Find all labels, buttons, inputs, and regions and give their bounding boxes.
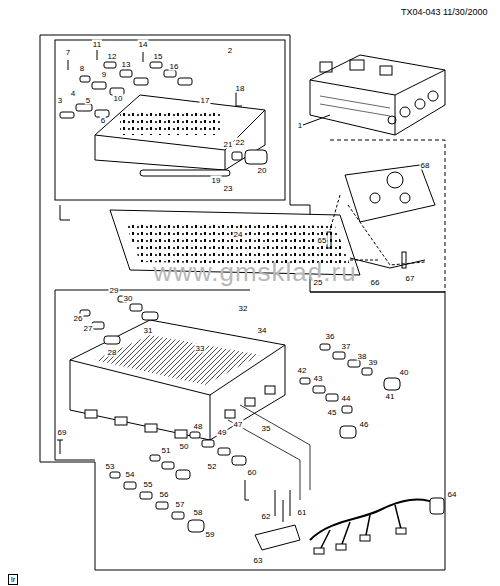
callout-number: 35 <box>261 424 272 433</box>
callout-number: 53 <box>105 462 116 471</box>
callout-number: 59 <box>205 530 216 539</box>
callout-number: 16 <box>169 62 180 71</box>
callout-number: 10 <box>113 94 124 103</box>
callout-number: 67 <box>405 274 416 283</box>
callout-number: 69 <box>57 428 68 437</box>
callout-number: 66 <box>370 278 381 287</box>
callout-number: 22 <box>235 138 246 147</box>
callout-number: 28 <box>107 348 118 357</box>
callout-number: 62 <box>261 512 272 521</box>
callout-number: 15 <box>153 52 164 61</box>
callout-number: 48 <box>193 422 204 431</box>
callout-number: 31 <box>143 326 154 335</box>
callout-number: 64 <box>447 490 458 499</box>
callout-number: 23 <box>223 184 234 193</box>
callout-number: 40 <box>399 368 410 377</box>
callout-number: 12 <box>107 52 118 61</box>
callout-number: 42 <box>297 366 308 375</box>
callout-number: 54 <box>125 470 136 479</box>
callout-number: 5 <box>85 96 91 105</box>
callout-number: 2 <box>227 46 233 55</box>
callout-number: 56 <box>159 490 170 499</box>
callout-number: 44 <box>341 394 352 403</box>
callout-number: 11 <box>92 40 102 49</box>
callout-number: 45 <box>327 408 338 417</box>
callout-number: 33 <box>195 344 206 353</box>
callout-number: 46 <box>359 420 370 429</box>
callout-number: 27 <box>83 324 94 333</box>
callout-number: 55 <box>143 480 154 489</box>
callout-number: 4 <box>70 89 76 98</box>
callout-number: 14 <box>138 40 149 49</box>
callout-number: 13 <box>121 60 132 69</box>
callout-number: 38 <box>357 352 368 361</box>
callout-number: 50 <box>179 442 190 451</box>
callout-number: 58 <box>193 508 204 517</box>
callout-number: 18 <box>235 84 246 93</box>
callout-number: 49 <box>217 428 228 437</box>
callout-number: 60 <box>247 468 258 477</box>
callout-number: 17 <box>200 96 211 105</box>
watermark: www.gmsklad.ru <box>152 258 357 286</box>
callout-number: 68 <box>420 161 431 170</box>
callout-number: 34 <box>257 326 268 335</box>
callout-number: 7 <box>65 48 71 57</box>
callout-number: 65 <box>317 236 328 245</box>
callout-number: 47 <box>233 420 244 429</box>
callout-number: 43 <box>313 374 324 383</box>
callout-number: 29 <box>109 286 120 295</box>
callout-number: 41 <box>385 392 396 401</box>
callout-number: 3 <box>57 96 63 105</box>
callout-number: 30 <box>123 294 134 303</box>
callout-number: 52 <box>207 462 218 471</box>
callout-number: 51 <box>161 446 172 455</box>
callout-number: 36 <box>325 332 336 341</box>
callout-number: 37 <box>341 342 352 351</box>
callout-number: 19 <box>211 176 222 185</box>
callout-number: 61 <box>297 508 308 517</box>
callout-number: 25 <box>313 278 324 287</box>
callout-number: 57 <box>175 500 186 509</box>
callout-number: 32 <box>238 304 249 313</box>
callout-number: 8 <box>79 64 85 73</box>
drawing-id: TX04-043 11/30/2000 <box>400 8 488 17</box>
callout-number: 6 <box>100 116 106 125</box>
callout-number: 21 <box>223 140 234 149</box>
callout-number: 9 <box>101 70 107 79</box>
callout-number: 39 <box>368 358 379 367</box>
callout-number: 26 <box>73 314 84 323</box>
callout-number: 63 <box>253 556 264 565</box>
callout-number: 24 <box>233 230 244 239</box>
corner-tag: lr <box>8 574 18 585</box>
callout-number: 1 <box>297 121 303 130</box>
callout-number: 20 <box>257 166 268 175</box>
